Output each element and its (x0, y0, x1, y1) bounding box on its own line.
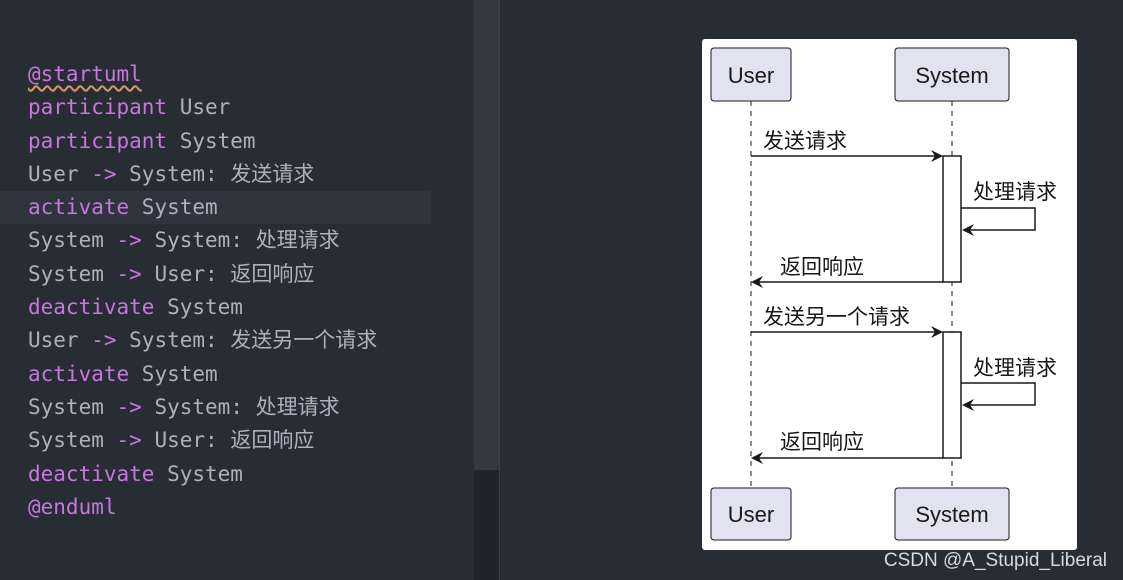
code-token: System (28, 261, 117, 286)
code-token: -> (91, 161, 117, 186)
participant-user-bottom-label: User (728, 502, 774, 527)
code-line[interactable]: @enduml (28, 491, 448, 524)
sequence-diagram: User System 发送请求 处理请求 返回响应 发送另一个请求 处理请求 … (702, 39, 1077, 550)
editor-scrollbar[interactable] (474, 0, 500, 470)
code-token: System (129, 361, 218, 386)
code-token: User (28, 161, 92, 186)
message-5-arrow (961, 382, 1036, 411)
code-token: User (167, 95, 231, 120)
code-token: -> (116, 261, 142, 286)
participant-system-top: System (894, 47, 1010, 102)
code-token: User (28, 328, 92, 353)
code-token: System (28, 228, 117, 253)
code-token: participant (28, 128, 168, 153)
watermark: CSDN @A_Stupid_Liberal (883, 550, 1107, 571)
participant-user-bottom: User (710, 487, 792, 541)
code-line[interactable]: participant User (28, 91, 448, 124)
message-5-label: 处理请求 (973, 356, 1057, 380)
code-token: User: 返回响应 (141, 428, 315, 453)
code-editor[interactable] (0, 0, 474, 580)
code-token: User: 返回响应 (141, 261, 315, 286)
code-token: activate (28, 195, 130, 220)
code-token: System (154, 295, 243, 320)
message-1-label: 发送请求 (763, 129, 847, 153)
code-line[interactable]: deactivate System (28, 458, 448, 491)
code-line[interactable]: System -> User: 返回响应 (28, 424, 448, 457)
code-token: System: 处理请求 (141, 394, 340, 419)
code-token: System (28, 428, 117, 453)
code-token: System: 发送请求 (116, 161, 315, 186)
code-token: activate (28, 361, 130, 386)
code-token: @startuml (28, 62, 142, 86)
participant-system-bottom: System (894, 487, 1010, 541)
code-token: participant (28, 95, 168, 120)
message-3-label: 返回响应 (780, 255, 864, 279)
code-token: -> (116, 228, 142, 253)
pane-divider[interactable] (499, 0, 500, 580)
message-2-arrow (961, 207, 1036, 236)
code-token: System: 处理请求 (141, 228, 340, 253)
code-line[interactable]: User -> System: 发送请求 (28, 158, 448, 191)
participant-system-top-label: System (915, 63, 988, 88)
code-token: @enduml (28, 494, 117, 519)
code-token: System (28, 394, 117, 419)
code-line[interactable]: activate System (0, 191, 448, 225)
code-line[interactable]: System -> System: 处理请求 (28, 391, 448, 424)
sequence-diagram-svg: User System 发送请求 处理请求 返回响应 发送另一个请求 处理请求 … (710, 47, 1057, 541)
code-line[interactable]: deactivate System (28, 291, 448, 324)
code-line[interactable]: activate System (28, 358, 448, 391)
code-token: System (129, 195, 218, 220)
message-6-label: 返回响应 (780, 430, 864, 454)
code-token: -> (116, 428, 142, 453)
code-token: System (167, 128, 256, 153)
message-2-label: 处理请求 (973, 180, 1057, 204)
code-token: -> (116, 394, 142, 419)
code-line[interactable]: System -> System: 处理请求 (28, 224, 448, 257)
participant-user-top-label: User (728, 63, 774, 88)
activation-bar-1 (942, 155, 962, 283)
code-token: System (154, 461, 243, 486)
code-token: deactivate (28, 461, 155, 486)
code-line[interactable]: System -> User: 返回响应 (28, 258, 448, 291)
code-token: deactivate (28, 295, 155, 320)
code-line[interactable]: participant System (28, 125, 448, 158)
message-4-label: 发送另一个请求 (763, 305, 910, 329)
code-token: -> (91, 328, 117, 353)
code-token: System: 发送另一个请求 (116, 328, 378, 353)
code-line[interactable]: @startuml (28, 58, 448, 91)
participant-system-bottom-label: System (915, 502, 988, 527)
participant-user-top: User (710, 47, 792, 102)
code-line[interactable]: User -> System: 发送另一个请求 (28, 324, 448, 357)
activation-bar-2 (942, 331, 962, 459)
